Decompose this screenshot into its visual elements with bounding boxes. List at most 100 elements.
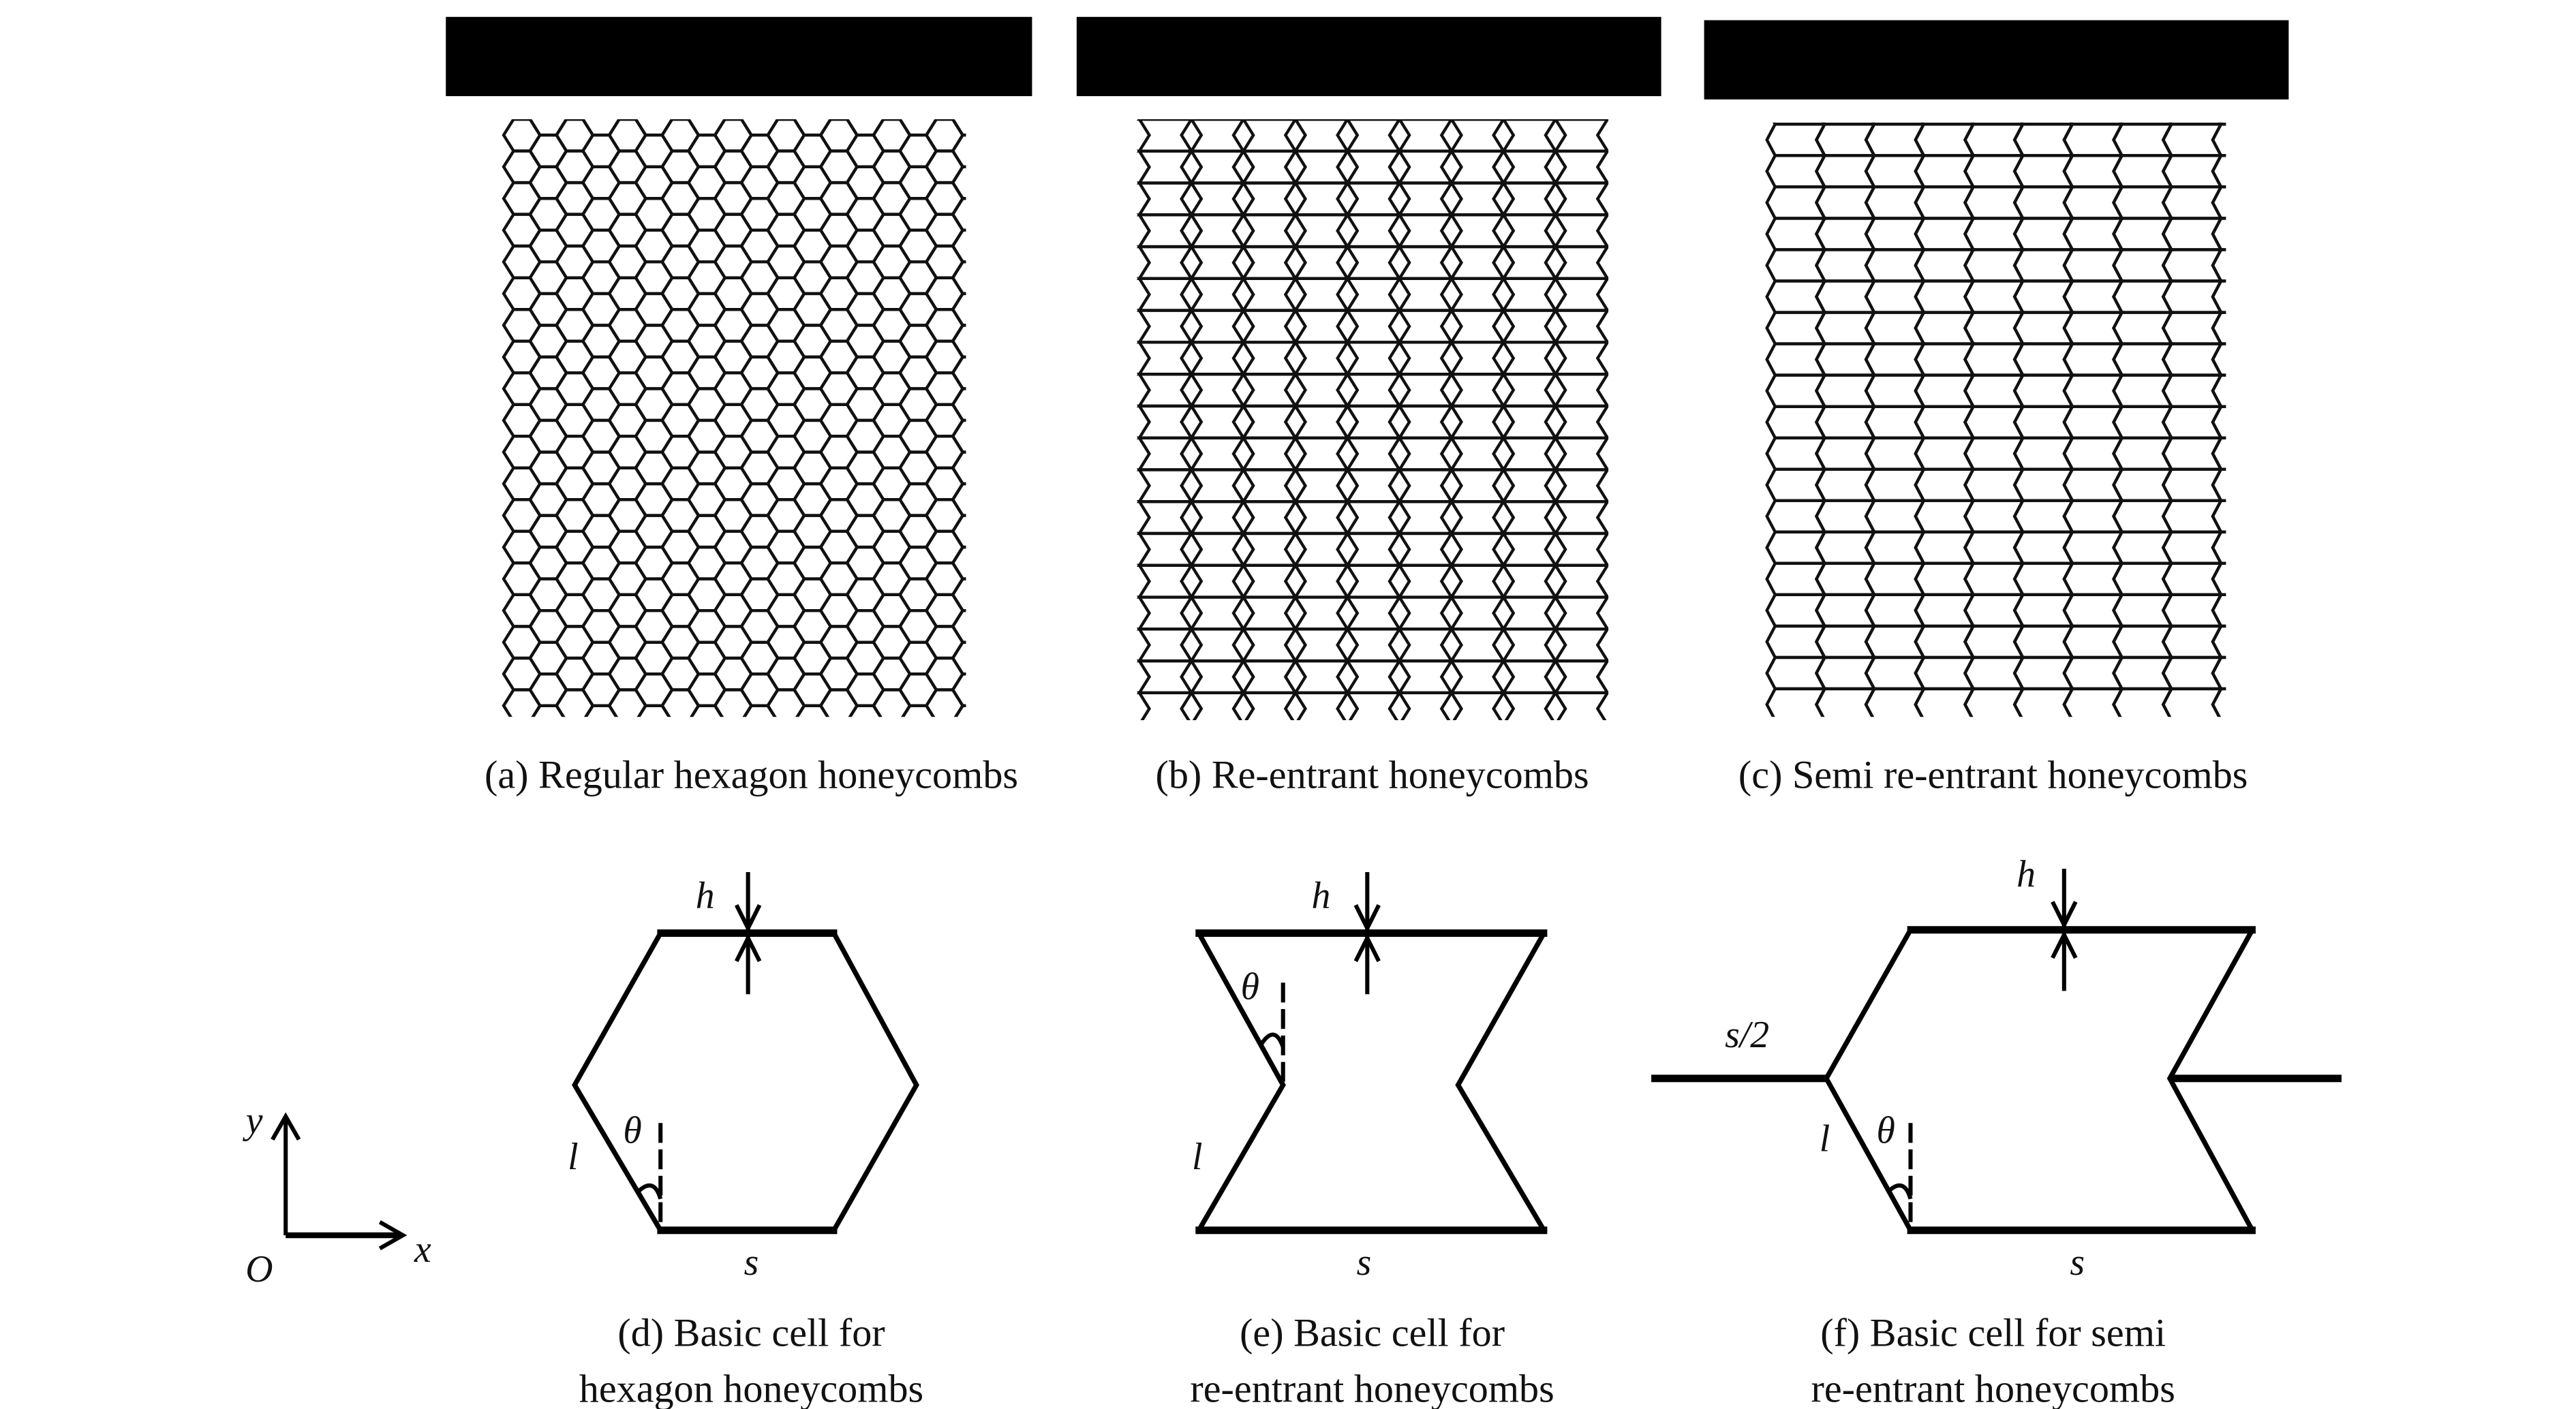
lattice-cell <box>1448 277 1507 312</box>
lattice-cell <box>1139 725 1191 757</box>
s-label: s <box>744 1241 759 1284</box>
lattice-cell <box>1189 563 1246 599</box>
lattice-cell <box>1448 628 1507 663</box>
lattice-cell <box>1396 595 1454 631</box>
lattice-cell <box>1136 341 1195 376</box>
lattice-cell <box>1189 245 1246 281</box>
lattice-cell <box>1448 149 1507 185</box>
lattice-cell <box>504 722 540 754</box>
lattice-cell <box>2211 248 2226 283</box>
lattice-cell <box>2064 720 2122 752</box>
lattice-cell <box>1345 213 1402 249</box>
lattice-cell <box>1552 500 1609 536</box>
lattice-cell <box>1345 119 1402 153</box>
lattice-cell <box>1501 500 1559 536</box>
lattice-cell <box>1396 691 1454 721</box>
lattice-cell <box>953 704 966 717</box>
lattice-cell <box>1448 181 1507 217</box>
lattice-cell <box>1345 500 1402 536</box>
lattice-cell <box>1396 500 1454 536</box>
lattice-cell <box>1189 436 1246 471</box>
lattice-cell <box>1189 404 1246 439</box>
lattice-cell <box>2211 405 2226 439</box>
lattice-cell <box>1552 468 1609 504</box>
lattice-cell <box>715 722 751 754</box>
lattice-cell <box>1866 720 1924 752</box>
caption-e-line2: re-entrant honeycombs <box>1190 1367 1554 1409</box>
x-axis-label: x <box>414 1228 431 1271</box>
caption-f-line2: re-entrant honeycombs <box>1811 1367 2175 1409</box>
semi-re-entrant-basic-cell: h s/2 θ l s <box>1651 854 2342 1284</box>
lattice-cell <box>1396 277 1454 312</box>
lattice-cell <box>1501 341 1559 376</box>
lattice-cell <box>1189 500 1246 536</box>
lattice-cell <box>1240 213 1298 249</box>
semi-re-entrant-lattice <box>1765 122 2226 752</box>
lattice-cell <box>1136 500 1195 536</box>
lattice-cell <box>1448 372 1507 408</box>
loading-plate-b <box>1076 16 1661 97</box>
lattice-cell <box>951 119 966 137</box>
caption-d-line1: (d) Basic cell for <box>617 1310 885 1354</box>
lattice-cell <box>1240 149 1298 185</box>
lattice-cell <box>1501 309 1559 344</box>
lattice-cell <box>1345 691 1402 721</box>
lattice-cell <box>1552 595 1609 631</box>
lattice-cell <box>1396 404 1454 439</box>
lattice-cell <box>1292 628 1351 663</box>
lattice-cell <box>1240 691 1298 721</box>
lattice-cell <box>1448 309 1507 344</box>
lattice-cell <box>1292 595 1351 631</box>
lattice-cell <box>2211 279 2226 314</box>
lattice-cell <box>1400 725 1452 757</box>
lattice-cell <box>1292 245 1351 281</box>
lattice-cell <box>1345 341 1402 376</box>
lattice-cell <box>2211 311 2226 345</box>
caption-a: (a) Regular hexagon honeycombs <box>485 752 1018 796</box>
lattice-cell <box>1552 309 1609 344</box>
lattice-cell <box>1965 720 2023 752</box>
lattice-cell <box>1347 725 1399 757</box>
lattice-cell <box>1552 245 1609 281</box>
coordinate-axes: y x O <box>243 1100 431 1290</box>
lattice-cell <box>1240 628 1298 663</box>
lattice-cell <box>1396 213 1454 249</box>
s-half-label: s/2 <box>1725 1014 1769 1056</box>
theta-label: θ <box>1876 1109 1895 1151</box>
lattice-cell <box>1136 595 1195 631</box>
lattice-cell <box>1189 277 1246 312</box>
lattice-cell <box>1292 659 1351 694</box>
lattice-cell <box>1136 468 1195 504</box>
lattice-cell <box>1292 181 1351 217</box>
lattice-cell <box>1396 181 1454 217</box>
lattice-cell <box>1345 628 1402 663</box>
lattice-cell <box>1448 691 1507 721</box>
l-label: l <box>1192 1136 1202 1178</box>
lattice-cell <box>1345 563 1402 599</box>
lattice-cell <box>1292 563 1351 599</box>
lattice-cell <box>1189 372 1246 408</box>
lattice-cell <box>2211 593 2226 628</box>
lattice-cell <box>1292 119 1351 153</box>
lattice-cell <box>1396 468 1454 504</box>
lattice-cell <box>2163 720 2221 752</box>
lattice-cell <box>951 324 966 359</box>
lattice-cell <box>1501 659 1559 694</box>
lattice-cell <box>2211 655 2226 691</box>
lattice-cell <box>1552 119 1609 153</box>
lattice-cell <box>1448 531 1507 567</box>
lattice-cell <box>1240 500 1298 536</box>
lattice-cell <box>1501 119 1559 153</box>
lattice-cell <box>609 722 645 754</box>
lattice-cell <box>1240 404 1298 439</box>
caption-f-line1: (f) Basic cell for semi <box>1820 1310 2166 1354</box>
lattice-cell <box>1448 341 1507 376</box>
lattice-cell <box>1552 149 1609 185</box>
h-label: h <box>696 875 715 917</box>
caption-e-line1: (e) Basic cell for <box>1240 1310 1505 1354</box>
lattice-cell <box>951 608 966 644</box>
lattice-cell <box>1136 691 1195 721</box>
lattice-cell <box>1240 341 1298 376</box>
lattice-cell <box>1552 628 1609 663</box>
re-entrant-basic-cell: h θ l s <box>1192 871 1548 1284</box>
